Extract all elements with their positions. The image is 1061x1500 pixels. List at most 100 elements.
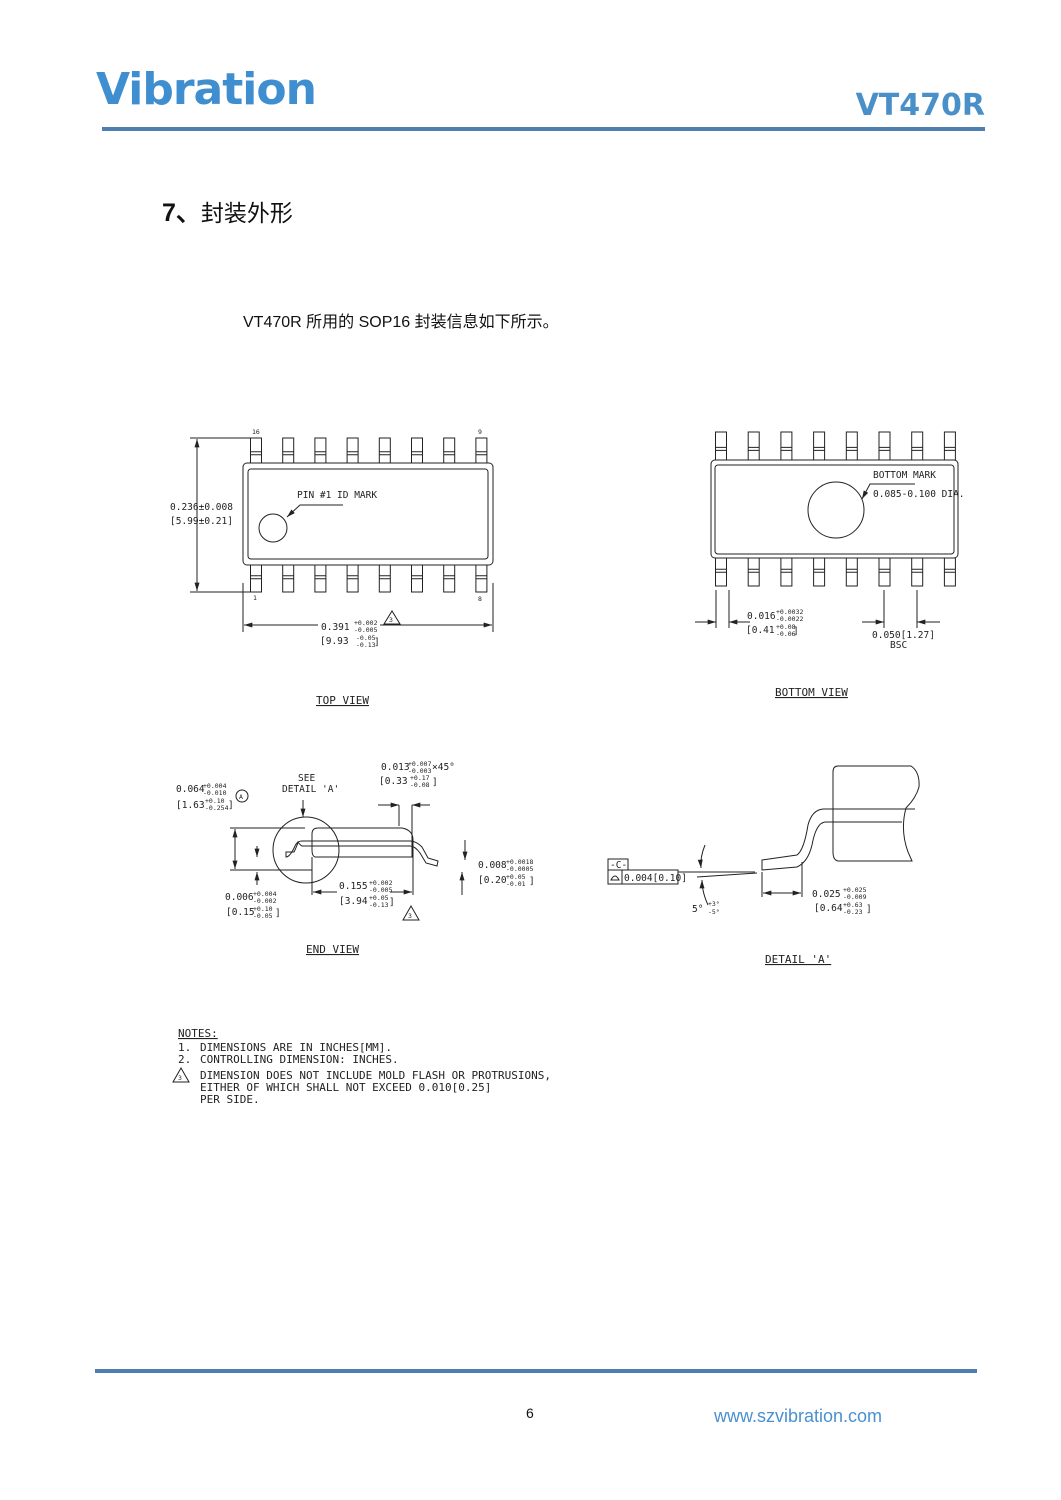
note-3-triangle-icon	[402, 904, 420, 921]
lead-width-inch: 0.016	[747, 611, 776, 622]
bottom-view-pins	[715, 431, 956, 587]
body-width-mm: [3.94	[339, 896, 368, 907]
pin-band	[314, 451, 326, 456]
note-3-triangle-icon	[383, 610, 401, 625]
chamfer-inch-tol-upper: +0.007	[408, 760, 432, 768]
flatness-value: 0.004[0.10]	[624, 873, 687, 884]
body-mm-tol-lower: -0.13	[369, 901, 389, 909]
pin	[780, 431, 793, 461]
pin1-id-mark-icon	[258, 513, 288, 543]
lead-thickness-inch: 0.008	[478, 860, 507, 871]
pin-band	[250, 451, 262, 456]
note-1-num: 1.	[178, 1041, 191, 1054]
pin-band	[780, 568, 792, 573]
length-mm: [9.93	[320, 636, 349, 647]
brand-logo: Vibration	[96, 64, 317, 115]
model-title: VT470R	[855, 88, 985, 123]
pin-band	[379, 451, 391, 456]
width-inch: 0.236±0.008	[170, 502, 233, 513]
thick-mm-tol-lower: -0.01	[506, 880, 526, 888]
bottom-body-inner	[714, 464, 955, 555]
chamfer-inch-tol-lower: -0.003	[408, 767, 432, 775]
lead-width-inch-tol-upper: +0.0032	[776, 608, 803, 616]
height-inch-tol-lower: -0.010	[203, 789, 227, 797]
pin-band	[846, 568, 858, 573]
note-3-text-line2: EITHER OF WHICH SHALL NOT EXCEED 0.010[0…	[200, 1081, 491, 1094]
lead-thickness-mm: [0.20	[478, 875, 507, 886]
top-body-outline	[242, 462, 494, 566]
pin-band	[944, 568, 956, 573]
width-extension-lines	[190, 437, 250, 593]
chamfer-mm: [0.33	[379, 776, 408, 787]
flatness-frame	[607, 869, 679, 885]
body-close: ]	[389, 897, 395, 908]
body-inch-tol-lower: -0.005	[369, 886, 393, 894]
standoff-mm: [0.15	[226, 907, 255, 918]
bottom-body-outline	[710, 459, 959, 559]
notes-title: NOTES:	[178, 1027, 218, 1040]
pin-band	[715, 446, 727, 451]
foot-inch-tol-upper: +0.025	[843, 886, 867, 894]
pin-label-16: 16	[252, 428, 260, 436]
end-view: SEE DETAIL 'A' 0.064 +0.004 -0.010 [1.63…	[176, 760, 535, 956]
foot-inch-tol-lower: -0.009	[843, 893, 867, 901]
pin-band	[813, 446, 825, 451]
thick-inch-tol-lower: -0.0005	[506, 865, 533, 873]
pin	[314, 437, 327, 464]
section-title: 封装外形	[200, 200, 293, 226]
note-3-triangle-icon	[172, 1066, 190, 1083]
note-2-num: 2.	[178, 1053, 191, 1066]
note-1-text: DIMENSIONS ARE IN INCHES[MM].	[200, 1041, 392, 1054]
pin-label-8: 8	[478, 595, 482, 603]
pin	[747, 431, 760, 461]
chamfer-inch: 0.013	[381, 762, 410, 773]
height-inch: 0.064	[176, 784, 205, 795]
pin-band	[911, 568, 923, 573]
note-3-text: DIMENSION DOES NOT INCLUDE MOLD FLASH OR…	[200, 1069, 551, 1082]
height-mm: [1.63	[176, 800, 205, 811]
pin	[282, 437, 295, 464]
lead-extension-lines	[715, 590, 918, 628]
foot-mm-tol-lower: -0.23	[843, 908, 863, 916]
thick-close: ]	[529, 876, 535, 887]
page-number: 6	[526, 1405, 534, 1421]
thick-mm-tol-upper: +0.05	[506, 873, 526, 881]
top-view-pins	[250, 437, 488, 593]
seating-plane	[678, 871, 758, 878]
pin-band	[411, 575, 423, 580]
see-detail-label: DETAIL 'A'	[282, 784, 339, 795]
top-body-inner	[247, 468, 489, 560]
pin	[475, 437, 488, 464]
website-link[interactable]: www.szvibration.com	[714, 1406, 883, 1426]
pin-band	[748, 568, 760, 573]
pin-band	[347, 451, 359, 456]
standoff-inch-tol-lower: -0.002	[253, 897, 277, 905]
pin-band	[879, 446, 890, 451]
bottom-mark-label: BOTTOM MARK	[873, 470, 936, 481]
note-3-ref: 3	[389, 616, 393, 624]
pin	[911, 431, 924, 461]
height-mm-tol-upper: +0.10	[205, 797, 225, 805]
flatness-symbol-icon	[610, 870, 623, 884]
standoff-mm-tol-lower: -0.05	[253, 912, 273, 920]
chamfer-mm-tol-upper: +0.17	[410, 774, 430, 782]
pin-band	[780, 446, 792, 451]
bottom-mark-icon	[807, 481, 865, 539]
section-number: 7、	[162, 199, 201, 227]
pin-band	[475, 451, 487, 456]
lead-width-mm-tol-upper: +0.08	[776, 623, 796, 631]
pin-band	[715, 568, 727, 573]
pin-label-1: 1	[253, 594, 257, 602]
detail-lead	[761, 808, 915, 871]
length-mm-tol-lower: -0.13	[356, 641, 376, 649]
pin-band	[443, 575, 455, 580]
height-mm-tol-lower: -0.254	[205, 804, 229, 812]
body-inch-tol-upper: +0.002	[369, 879, 393, 887]
chamfer-mm-tol-lower: -0.08	[410, 781, 430, 789]
pin	[813, 431, 826, 461]
pin-label-9: 9	[478, 428, 482, 436]
pin	[411, 437, 423, 464]
angle-tol-lower: -5°	[708, 908, 720, 916]
lead-width-mm: [0.41	[746, 625, 775, 636]
intro-text: VT470R 所用的 SOP16 封装信息如下所示。	[243, 314, 559, 331]
